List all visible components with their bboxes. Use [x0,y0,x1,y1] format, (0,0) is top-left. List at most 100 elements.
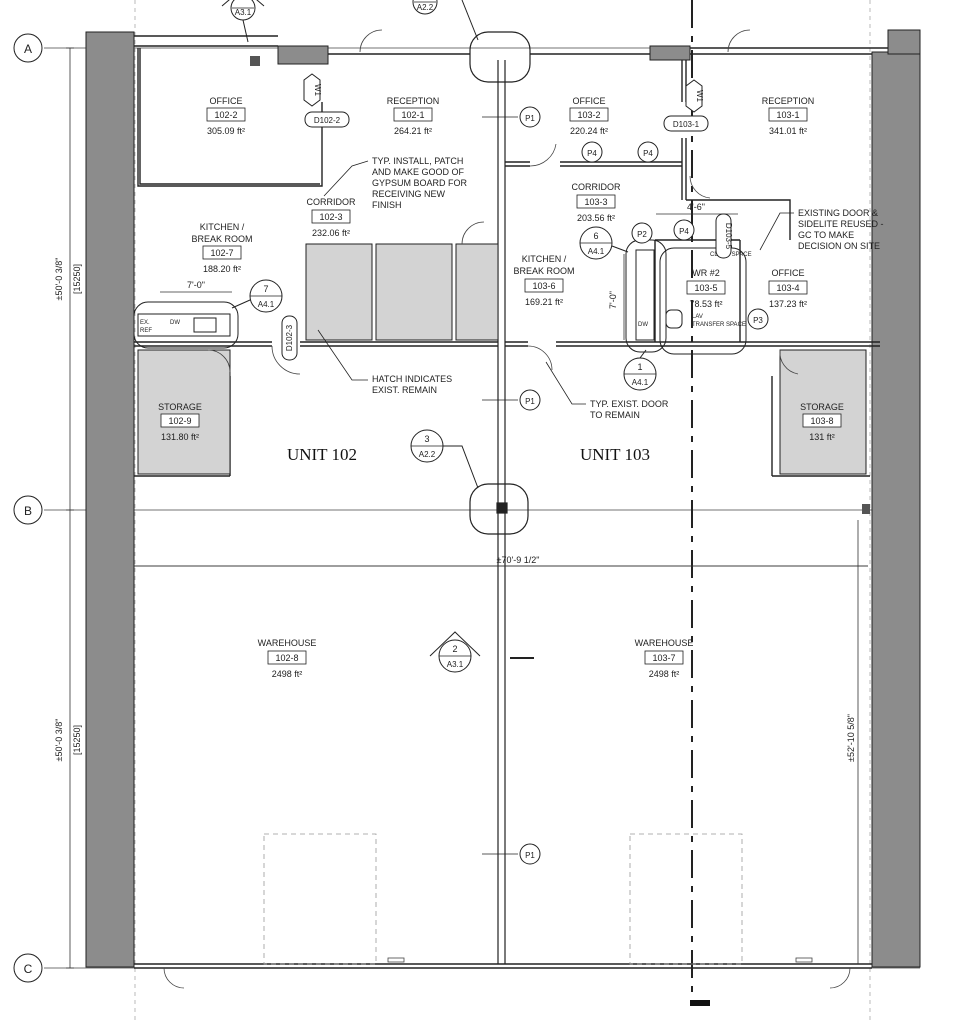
detail-sheet: A4.1 [588,247,605,256]
door-tag-d103-5: D103-5 [715,213,733,259]
dim-left-upper: ±50'-0 3/8" [54,258,64,301]
hatched-areas [137,243,867,475]
room-area: 305.09 ft² [207,126,245,136]
detail-num: 6 [593,231,598,241]
property-line-end [690,1000,710,1006]
note-line: EXISTING DOOR & [798,208,878,218]
door-tag-d102-2: D102-2 [304,111,350,128]
grid-bubble-a: A [13,33,43,63]
window-tag-w1-left: W1 [303,73,322,107]
room-number: 103-8 [810,416,833,426]
partition-tag-p1-upper: P1 [482,106,541,128]
kitchen-counter-102 [133,301,239,349]
room-warehouse-103-7: WAREHOUSE 103-7 2498 ft² [635,638,694,679]
room-number: 102-8 [275,653,298,663]
partition-tag-p4-a: P4 [581,141,603,163]
window-label: W1 [695,90,704,103]
room-number: 103-5 [694,283,717,293]
room-number: 103-6 [532,281,555,291]
window-tag-w1-right: W1 [685,79,704,113]
dw2-label: DW [638,322,648,328]
dim-left-lower-metric: [15250] [72,725,82,755]
room-area: 137.23 ft² [769,299,807,309]
section-sheet: A3.1 [235,8,252,17]
room-area: 78.53 ft² [689,299,722,309]
partition-label: P4 [643,149,653,158]
note-door: TYP. EXIST. DOOR TO REMAIN [545,361,669,420]
room-name: OFFICE [772,268,805,278]
room-number: 103-1 [776,110,799,120]
room-area: 188.20 ft² [203,264,241,274]
note-line: TYP. INSTALL, PATCH [372,156,463,166]
note-gypsum: TYP. INSTALL, PATCH AND MAKE GOOD OF GYP… [323,156,468,210]
room-area: 131.80 ft² [161,432,199,442]
partition-tag-p1-middle: P1 [482,389,541,411]
lav-label-1: LAV [692,314,703,320]
ex-ref-label-1: EX. [140,320,150,326]
detail-num: 1 [637,362,642,372]
room-name: OFFICE [210,96,243,106]
dim-wr-width: 4'-6" [687,202,705,212]
room-storage-103-8: STORAGE 103-8 131 ft² [800,402,844,442]
grid-bubble-b: B [13,495,43,525]
note-line: HATCH INDICATES [372,374,452,384]
partition-label: P4 [679,227,689,236]
dim-left-upper-metric: [15250] [72,264,82,294]
grid-label-b: B [24,504,32,518]
exterior-walls [85,29,921,968]
front-wall-lines [134,35,888,969]
room-area: 2498 ft² [272,669,303,679]
dimension-lines [66,47,868,969]
partition-tag-p1-lower: P1 [482,843,541,865]
room-number: 103-4 [776,283,799,293]
room-number: 102-2 [214,110,237,120]
dim-left-lower: ±50'-0 3/8" [54,719,64,762]
room-office-103-2: OFFICE 103-2 220.24 ft² [569,96,609,136]
note-line: RECEIVING NEW [372,189,446,199]
room-kitchen-103-6: KITCHEN / BREAK ROOM 103-6 169.21 ft² [513,254,574,307]
section-marker-2-a3-1: 2 A3.1 [429,631,534,673]
room-area: 264.21 ft² [394,126,432,136]
room-area: 341.01 ft² [769,126,807,136]
partition-label: P4 [587,149,597,158]
room-name: WR #2 [692,268,720,278]
partition-tag-p2: P2 [631,222,653,244]
section-marker-a3-1-top: A3.1 [221,0,265,43]
grid-label-a: A [24,42,32,56]
unit-103-title: UNIT 103 [580,445,650,464]
door-swings [163,29,851,989]
partition-label: P1 [525,397,535,406]
dw-label: DW [170,320,180,326]
room-name: CORRIDOR [572,182,621,192]
dim-overall-width: ±70'-9 1/2" [497,555,540,565]
room-office-102-2: OFFICE 102-2 305.09 ft² [206,96,246,136]
door-tag-d102-3: D102-3 [281,315,298,361]
note-line: TO REMAIN [590,410,640,420]
clear-space-label: CLEAR SPACE [710,252,752,258]
door-label: D102-3 [285,324,294,351]
door-label: D103-5 [724,223,733,250]
note-line: EXIST. REMAIN [372,385,437,395]
note-line: DECISION ON SITE [798,241,880,251]
room-name-2: BREAK ROOM [513,266,574,276]
room-area: 2498 ft² [649,669,680,679]
partition-label: P3 [753,316,763,325]
room-corridor-103-3: CORRIDOR 103-3 203.56 ft² [572,182,621,223]
room-reception-102-1: RECEPTION 102-1 264.21 ft² [387,96,440,136]
note-line: AND MAKE GOOD OF [372,167,465,177]
floor-markers [387,957,813,963]
window-label: W1 [313,84,322,97]
overhead-doors [263,833,743,965]
room-area: 203.56 ft² [577,213,615,223]
partition-label: P1 [525,851,535,860]
room-name-2: BREAK ROOM [191,234,252,244]
column-marker-right [862,504,870,514]
room-name: RECEPTION [387,96,440,106]
note-line: GC TO MAKE [798,230,854,240]
detail-marker-7: 7 A4.1 [231,279,283,313]
room-name-1: KITCHEN / [200,222,245,232]
room-number: 103-3 [584,197,607,207]
section-sheet: A3.1 [447,660,464,669]
section-num: 2 [452,644,457,654]
